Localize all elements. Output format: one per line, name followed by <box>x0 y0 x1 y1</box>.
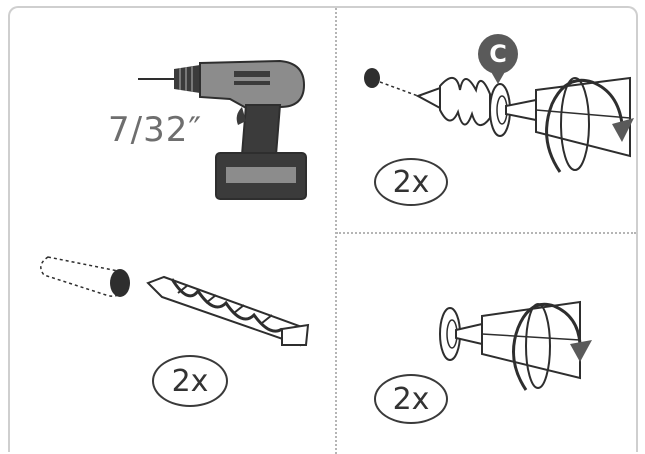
drill-size-label: 7/32″ <box>108 110 203 150</box>
drywall-anchor-icon <box>364 68 634 173</box>
panel-divider-vertical <box>335 8 337 454</box>
panel-divider-horizontal <box>336 232 636 234</box>
drill-bit-count-badge: 2x <box>152 355 228 407</box>
clockwise-rotation-icon <box>512 302 582 391</box>
screwdriver-icon <box>481 300 581 380</box>
anchor-count-badge: 2x <box>374 158 448 206</box>
instruction-frame <box>8 6 638 452</box>
callout-c: C <box>478 34 518 74</box>
anchor-head-icon <box>439 300 592 391</box>
drill-bit-icon <box>40 256 310 347</box>
cordless-drill-icon <box>138 59 307 200</box>
wall-hole-icon <box>364 68 380 88</box>
callout-pointer <box>490 70 506 84</box>
screw-count-badge: 2x <box>374 374 448 424</box>
